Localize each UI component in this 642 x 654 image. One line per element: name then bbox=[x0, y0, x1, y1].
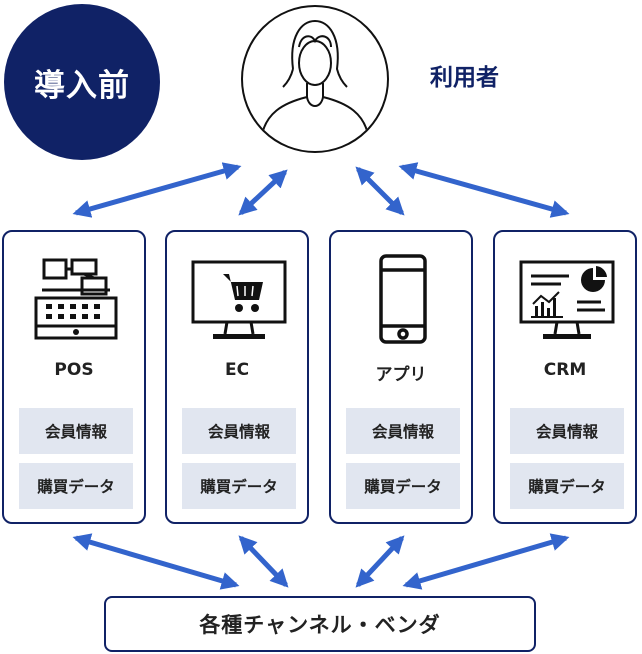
member-info-box: 会員情報 bbox=[19, 408, 133, 454]
channel-card-pos: POS 会員情報 購買データ bbox=[2, 230, 146, 524]
arrow-crm-vendor bbox=[402, 533, 570, 590]
channel-card-app: アプリ 会員情報 購買データ bbox=[329, 230, 473, 524]
channel-name: EC bbox=[224, 360, 250, 380]
before-introduction-badge: 導入前 bbox=[4, 4, 160, 160]
user-avatar bbox=[241, 5, 389, 153]
person-outline-icon bbox=[260, 19, 370, 140]
user-label: 利用者 bbox=[430, 65, 499, 91]
arrow-pos-vendor bbox=[72, 533, 240, 590]
vendor-box: 各種チャンネル・ベンダ bbox=[104, 596, 536, 652]
channel-name: アプリ bbox=[375, 365, 427, 385]
channel-name: CRM bbox=[543, 360, 587, 380]
purchase-data-box: 購買データ bbox=[182, 463, 296, 509]
arrow-ec-vendor bbox=[238, 535, 289, 588]
channel-name: POS bbox=[54, 360, 94, 380]
purchase-data-box: 購買データ bbox=[19, 463, 133, 509]
smartphone-icon bbox=[379, 254, 427, 344]
arrow-user-pos bbox=[72, 162, 242, 218]
member-info-box: 会員情報 bbox=[510, 408, 624, 454]
member-info-box: 会員情報 bbox=[346, 408, 460, 454]
channel-card-ec: EC 会員情報 購買データ bbox=[165, 230, 309, 524]
pos-register-icon bbox=[34, 258, 118, 340]
member-info-box: 会員情報 bbox=[182, 408, 296, 454]
arrow-user-crm bbox=[398, 162, 570, 218]
monitor-cart-icon bbox=[191, 260, 287, 339]
purchase-data-box: 購買データ bbox=[510, 463, 624, 509]
arrow-app-vendor bbox=[355, 535, 405, 588]
purchase-data-box: 購買データ bbox=[346, 463, 460, 509]
channel-card-crm: CRM 会員情報 購買データ bbox=[493, 230, 637, 524]
arrow-user-ec bbox=[238, 169, 288, 216]
monitor-dashboard-icon bbox=[519, 260, 615, 339]
arrow-user-app bbox=[355, 166, 405, 216]
